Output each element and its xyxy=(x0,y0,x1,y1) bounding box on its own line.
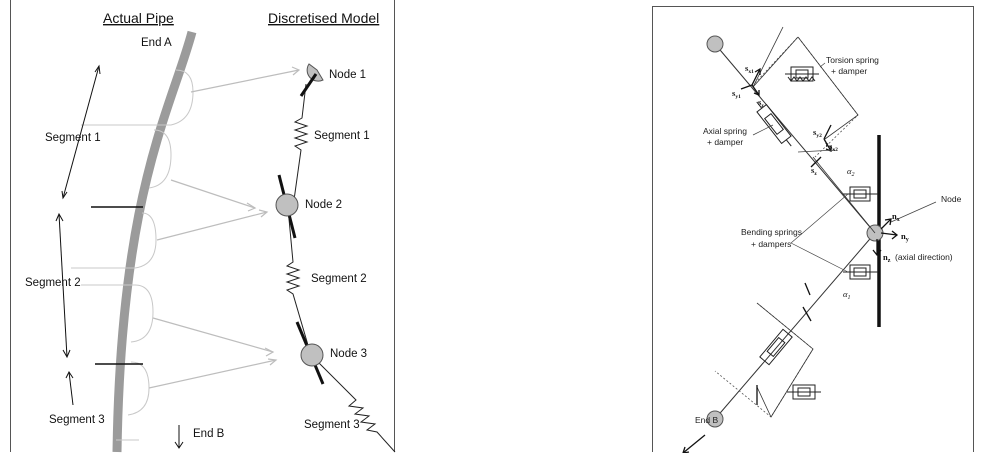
alpha-1-subscript: 1 xyxy=(847,295,850,301)
discretised-model-header: Discretised Model xyxy=(268,10,379,26)
end-b-node xyxy=(706,410,724,428)
n-z-subscript: z xyxy=(888,258,891,264)
lower-pipe-line xyxy=(714,232,876,420)
bending-dampers-label: + dampers xyxy=(751,239,791,249)
s-x2-subscript: x2 xyxy=(832,147,838,153)
s-y2-subscript: y2 xyxy=(816,133,822,139)
node-1-label: Node 1 xyxy=(329,69,366,81)
n-x-symbol: n xyxy=(892,211,897,221)
node-3-circle xyxy=(300,343,324,367)
s-z-lower-symbol: s xyxy=(811,165,815,175)
actual-pipe-panel: Actual Pipe Discretised Model End A xyxy=(10,0,396,453)
end-b-label-right: End B xyxy=(695,415,718,425)
alpha-2-symbol: α xyxy=(847,166,852,176)
node-detail-panel: Torsion spring + damper Axial spring + d… xyxy=(652,6,974,453)
alpha-2-label: α2 xyxy=(847,166,854,178)
s-z-lower-subscript: z xyxy=(814,171,817,177)
axial-damper-label: + damper xyxy=(707,137,743,147)
segment-1-spring xyxy=(293,83,309,201)
bending-springs-label: Bending springs xyxy=(741,227,802,237)
node-1-circle xyxy=(306,63,324,82)
alpha-1-label: α1 xyxy=(843,289,850,301)
projection-arrows xyxy=(148,66,301,389)
s-x2-label: sx2 xyxy=(829,141,838,153)
node-3-label: Node 3 xyxy=(330,348,367,360)
node-2-label: Node 2 xyxy=(305,199,342,211)
bending-spring-damper-upper xyxy=(843,186,878,202)
s-z-upper-symbol: s xyxy=(758,97,762,107)
alpha-2-subscript: 2 xyxy=(851,172,854,178)
s-y2-symbol: s xyxy=(813,127,817,137)
n-z-symbol: n xyxy=(883,252,888,262)
n-y-subscript: y xyxy=(906,237,909,243)
n-y-symbol: n xyxy=(901,231,906,241)
actual-pipe-figure: Actual Pipe Discretised Model End A xyxy=(25,10,396,453)
segment-2-right-label: Segment 2 xyxy=(311,273,367,285)
node-label: Node xyxy=(941,194,962,204)
segment-3-spring xyxy=(312,356,396,453)
n-z-axial-note: (axial direction) xyxy=(895,252,953,262)
segment-1-left-label: Segment 1 xyxy=(45,132,101,144)
alpha-1-symbol: α xyxy=(843,289,848,299)
s-x1-label: sx1 xyxy=(745,63,754,75)
segment-length-arrows xyxy=(55,64,184,449)
node-1-bar xyxy=(299,73,318,97)
n-x-subscript: x xyxy=(897,217,900,223)
s-x1-subscript: x1 xyxy=(748,69,754,75)
segment-2-spring xyxy=(285,207,311,353)
actual-pipe-header: Actual Pipe xyxy=(103,10,174,26)
upper-pipe-line xyxy=(714,43,876,234)
s-z-lower-label: sz xyxy=(811,165,817,177)
s-y1-subscript: y1 xyxy=(735,94,741,100)
axial-spring-label: Axial spring xyxy=(703,126,747,136)
tau-label: τ xyxy=(825,139,829,149)
upper-end-node xyxy=(706,35,724,53)
n-y-label: ny xyxy=(901,231,909,243)
local-axis-arrows xyxy=(682,67,899,453)
n-x-label: nx xyxy=(892,211,900,223)
torsion-spring-label: Torsion spring xyxy=(826,55,879,65)
s-y1-label: sy1 xyxy=(732,88,741,100)
s-z-upper-label: sz xyxy=(758,97,764,109)
axial-spring-damper-lower xyxy=(759,328,793,366)
construction-lines xyxy=(752,26,876,418)
end-a-label: End A xyxy=(141,37,172,49)
segment-3-left-label: Segment 3 xyxy=(49,414,105,426)
actual-pipe-body xyxy=(112,30,197,453)
torsion-spring-damper-lower xyxy=(787,384,821,400)
segment-1-right-label: Segment 1 xyxy=(314,130,370,142)
segment-3-right-label: Segment 3 xyxy=(304,419,360,431)
s-x1-symbol: s xyxy=(745,63,749,73)
n-z-label: nz xyxy=(883,252,891,264)
node-detail-figure: Torsion spring + damper Axial spring + d… xyxy=(682,26,962,453)
torsion-damper-label: + damper xyxy=(831,66,867,76)
bending-spring-damper-lower xyxy=(843,264,878,280)
s-y2-label: sy2 xyxy=(813,127,822,139)
discretised-model xyxy=(275,63,396,453)
leader-lines xyxy=(752,62,937,273)
s-z-upper-subscript: z xyxy=(761,103,764,109)
segment-2-left-label: Segment 2 xyxy=(25,277,81,289)
torsion-spring-damper-upper xyxy=(785,66,819,82)
node-2-circle xyxy=(275,193,299,217)
s-y1-symbol: s xyxy=(732,88,736,98)
end-b-label: End B xyxy=(193,428,225,440)
s-x2-symbol: s xyxy=(829,141,833,151)
